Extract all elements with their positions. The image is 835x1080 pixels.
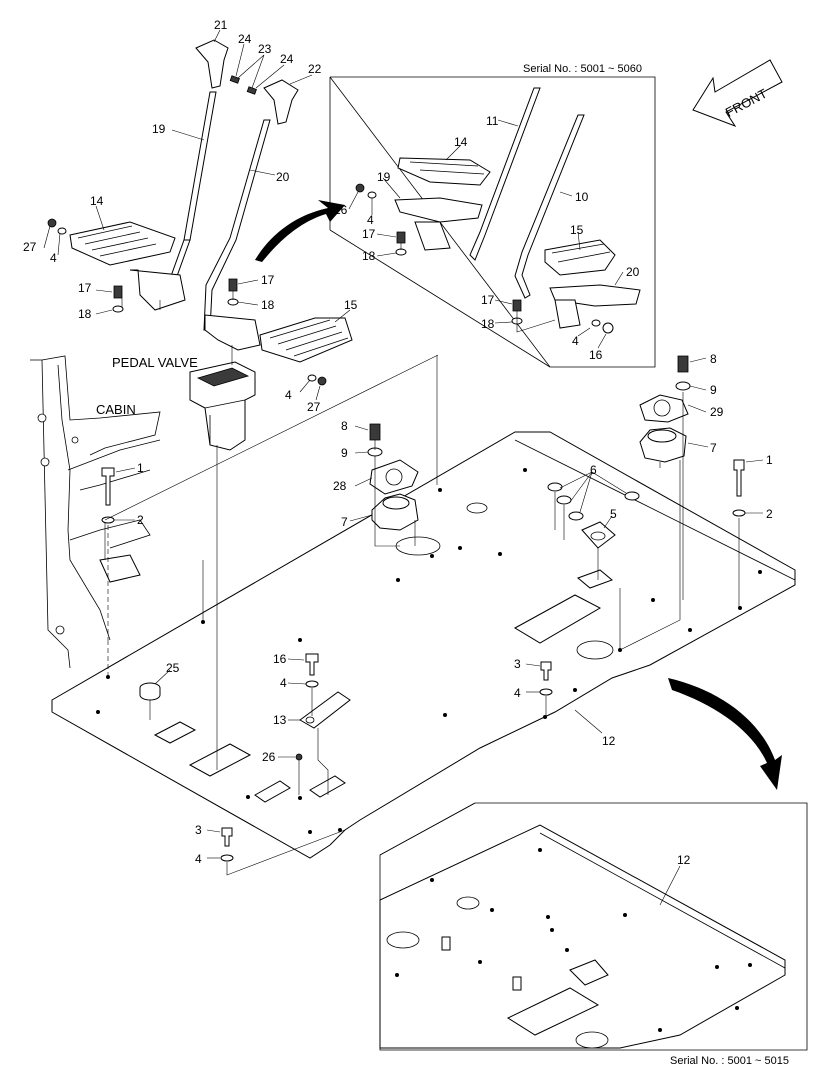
callout-17b: 17: [261, 273, 275, 287]
callout-18b: 18: [261, 298, 275, 312]
callout-27: 27: [23, 240, 37, 254]
callout-14: 14: [90, 194, 104, 208]
cabin-frame: [30, 355, 161, 675]
callout-9: 9: [341, 446, 348, 460]
callout-6: 6: [590, 463, 597, 477]
callouts-main: 21 24 23 24 22 19 20 14 27 4 17 18 17 18…: [23, 18, 773, 866]
callout-24: 24: [238, 32, 252, 46]
inset-callout-17b: 17: [481, 293, 495, 307]
callout-2b: 2: [766, 507, 773, 521]
callout-4c: 4: [280, 676, 287, 690]
serial-bottom: Serial No. : 5001 ~ 5015: [670, 1055, 789, 1067]
lever-assembly: [47, 39, 353, 770]
callout-19: 19: [152, 122, 166, 136]
callout-13: 13: [273, 713, 287, 727]
callout-26: 26: [262, 750, 276, 764]
callouts-bottom-inset: 12: [677, 853, 691, 867]
callout-3: 3: [514, 657, 521, 671]
pedal-valve-label: PEDAL VALVE: [112, 355, 198, 370]
inset-callout-11: 11: [486, 114, 499, 128]
inset-callout-20: 20: [626, 265, 640, 279]
callout-4e: 4: [195, 852, 202, 866]
callout-9b: 9: [710, 383, 717, 397]
front-arrow: FRONT: [692, 59, 783, 128]
inset-callout-14: 14: [454, 135, 468, 149]
top-inset: [255, 76, 656, 368]
cabin-label: CABIN: [96, 402, 136, 417]
inset-callout-17: 17: [362, 227, 376, 241]
callout-29: 29: [710, 405, 724, 419]
inset-callout-4b: 4: [572, 334, 579, 348]
callout-23: 23: [258, 42, 272, 56]
callout-22: 22: [308, 62, 322, 76]
leaders: [43, 29, 764, 906]
callouts-top-inset: 11 14 19 16 4 10 17 18 15 20 17 18 4 16: [334, 114, 640, 362]
bottom-inset: [379, 678, 808, 1051]
callout-18: 18: [78, 307, 92, 321]
callout-7b: 7: [710, 441, 717, 455]
callout-8: 8: [341, 419, 348, 433]
inset-callout-4: 4: [367, 213, 374, 227]
callout-24b: 24: [280, 52, 294, 66]
inset-callout-16: 16: [334, 203, 348, 217]
callout-5: 5: [610, 507, 617, 521]
callout-27b: 27: [307, 400, 321, 414]
mounts: [101, 354, 746, 876]
callout-4: 4: [50, 251, 57, 265]
callout-25: 25: [166, 661, 180, 675]
inset-callout-18b: 18: [481, 317, 495, 331]
callout-2: 2: [137, 513, 144, 527]
callout-16: 16: [273, 652, 287, 666]
serial-top: Serial No. : 5001 ~ 5060: [523, 63, 642, 75]
callout-3b: 3: [195, 823, 202, 837]
callout-28: 28: [333, 479, 347, 493]
callout-20: 20: [276, 170, 290, 184]
inset-callout-12: 12: [677, 853, 691, 867]
floor-plate: [51, 431, 796, 859]
inset-callout-10: 10: [575, 190, 589, 204]
inset-callout-19: 19: [377, 170, 391, 184]
callout-12: 12: [602, 734, 616, 748]
callout-4d: 4: [514, 686, 521, 700]
callout-4b: 4: [285, 388, 292, 402]
inset-callout-15: 15: [570, 223, 584, 237]
callout-21: 21: [214, 18, 228, 32]
callout-7: 7: [341, 515, 348, 529]
inset-callout-18: 18: [362, 249, 376, 263]
callout-17: 17: [78, 281, 92, 295]
callout-1b: 1: [766, 453, 773, 467]
inset-callout-16b: 16: [589, 348, 603, 362]
callout-15: 15: [344, 298, 358, 312]
callout-8b: 8: [710, 352, 717, 366]
callout-1: 1: [137, 461, 144, 475]
